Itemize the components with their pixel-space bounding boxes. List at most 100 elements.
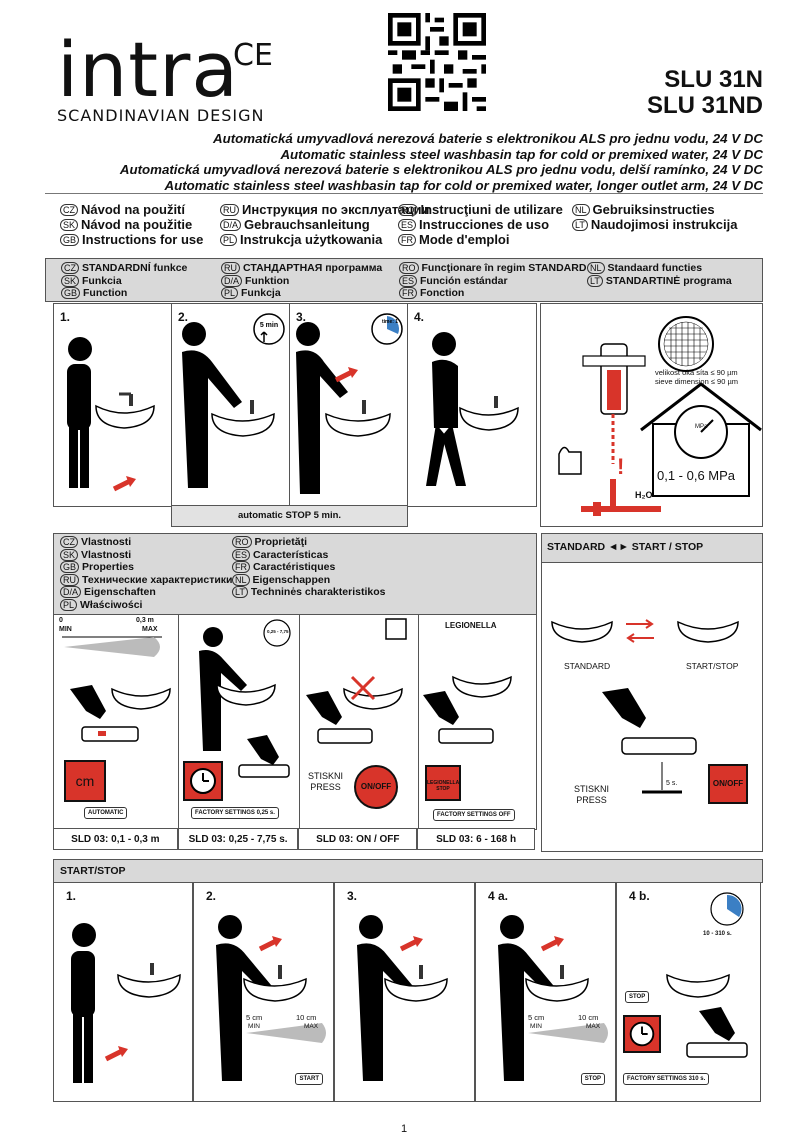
language-text: Características bbox=[253, 548, 329, 561]
mesh-cz: velikost oka síta ≤ 90 µm bbox=[655, 368, 738, 377]
language-code-badge: ES bbox=[399, 274, 418, 287]
step-panel-2: 2. 5 min bbox=[171, 303, 290, 507]
step-number: 3. bbox=[347, 889, 358, 903]
startstop-header: START/STOP bbox=[60, 865, 126, 877]
step-number: 2. bbox=[178, 310, 189, 324]
start-button[interactable]: START bbox=[295, 1073, 323, 1085]
range-min-label: MIN bbox=[530, 1023, 542, 1030]
brand-logo: intra bbox=[57, 25, 239, 114]
standard-label: STANDARD bbox=[564, 661, 611, 671]
qr-code-icon[interactable] bbox=[388, 13, 486, 111]
timer-icon: time: 1 bbox=[371, 313, 403, 345]
language-code-badge: D/A bbox=[221, 274, 243, 287]
person-leaving-basin-icon bbox=[296, 322, 391, 494]
onoff-button[interactable]: ON/OFF bbox=[354, 765, 398, 809]
person-washing-icon bbox=[216, 915, 326, 1081]
range-max-label: MAX bbox=[142, 626, 158, 633]
filter-pressure-panel: velikost oka síta ≤ 90 µm sieve dimensio… bbox=[540, 303, 763, 527]
warning-icon: ! bbox=[617, 454, 625, 479]
property-legionella-panel: LEGIONELLA LEGIONELLA STOP FACTORY SETTI… bbox=[418, 614, 537, 830]
press-en-2: PRESS bbox=[576, 795, 607, 805]
language-text: Proprietăţi bbox=[254, 536, 308, 549]
page-number: 1 bbox=[400, 1123, 408, 1135]
auto-stop-label: automatic STOP 5 min. bbox=[237, 510, 342, 521]
press-label-2: STISKNI PRESS bbox=[574, 784, 609, 806]
language-text: Funkcia bbox=[82, 274, 122, 287]
language-text: Properties bbox=[82, 561, 134, 574]
person-standing-icon bbox=[71, 923, 181, 1083]
mode-switch-diagram-icon bbox=[551, 619, 739, 794]
step-number: 4 b. bbox=[629, 889, 650, 903]
factory-settings-button[interactable]: FACTORY SETTINGS 0,25 s. bbox=[191, 807, 279, 819]
language-text: Mode d'emploi bbox=[419, 232, 510, 247]
range-min-value: 0 bbox=[59, 617, 63, 624]
press-cz: STISKNI bbox=[308, 771, 344, 781]
ce-mark: CE bbox=[233, 38, 273, 73]
language-text: Funktion bbox=[245, 274, 290, 287]
language-text: Función estándar bbox=[420, 274, 508, 287]
cm-indicator: cm bbox=[64, 760, 106, 802]
person-walking-away-icon bbox=[426, 332, 519, 486]
language-text: STANDARTINĖ programa bbox=[605, 274, 732, 287]
range-min-label: MIN bbox=[248, 1023, 260, 1030]
clock-icon bbox=[623, 1015, 661, 1053]
language-text: Eigenschaften bbox=[84, 586, 156, 599]
factory-settings-button[interactable]: FACTORY SETTINGS 310 s. bbox=[623, 1073, 710, 1085]
property-onoff-panel: STISKNI PRESS ON/OFF bbox=[299, 614, 419, 830]
language-code-badge: GB bbox=[60, 561, 80, 574]
language-code-badge: CZ bbox=[60, 536, 78, 549]
auto-stop-bar: automatic STOP 5 min. bbox=[171, 505, 408, 527]
onoff-button-2[interactable]: ON/OFF bbox=[708, 764, 748, 804]
mesh-en: sieve dimension ≤ 90 µm bbox=[655, 377, 739, 386]
standard-startstop-panel: STANDARD ◄► START / STOP STANDARD START/… bbox=[541, 533, 763, 852]
language-text: Function bbox=[83, 287, 128, 300]
language-text: Caractéristiques bbox=[253, 561, 336, 574]
language-text: Gebruiksinstructies bbox=[592, 202, 715, 217]
language-text: Návod na použití bbox=[81, 202, 185, 217]
step-number: 2. bbox=[206, 889, 217, 903]
language-code-badge: PL bbox=[220, 233, 238, 246]
language-code-badge: ES bbox=[232, 548, 251, 561]
stop-button[interactable]: STOP bbox=[580, 1073, 605, 1085]
factory-off-button[interactable]: FACTORY SETTINGS OFF bbox=[433, 809, 515, 821]
startstop-header-bar: START/STOP bbox=[53, 859, 763, 883]
sld-hours: SLD 03: 6 - 168 h bbox=[417, 828, 535, 850]
subtitle-cz-long: Automatická umyvadlová nerezová baterie … bbox=[119, 162, 763, 177]
time-badge: 0,25 - 7,75 bbox=[267, 629, 289, 634]
subtitle-en-long: Automatic stainless steel washbasin tap … bbox=[164, 177, 763, 193]
person-washing-icon bbox=[498, 915, 608, 1081]
stop-button[interactable]: STOP bbox=[625, 991, 650, 1003]
language-code-badge: LT bbox=[572, 218, 588, 231]
language-code-badge: SK bbox=[60, 548, 79, 561]
sld-row: SLD 03: 0,1 - 0,3 m SLD 03: 0,25 - 7,75 … bbox=[53, 828, 535, 850]
filter-diagram-icon bbox=[558, 316, 762, 516]
press-cz-2: STISKNI bbox=[574, 784, 610, 794]
svg-text:5 min: 5 min bbox=[260, 322, 278, 329]
automatic-button[interactable]: AUTOMATIC bbox=[84, 807, 128, 819]
range-max-label: MAX bbox=[304, 1023, 319, 1030]
legionella-diagram-icon bbox=[423, 675, 512, 744]
language-text: Właściwości bbox=[80, 598, 143, 611]
range-a-label: 5 cm bbox=[246, 1013, 263, 1022]
subtitle-en: Automatic stainless steel washbasin tap … bbox=[280, 146, 763, 162]
